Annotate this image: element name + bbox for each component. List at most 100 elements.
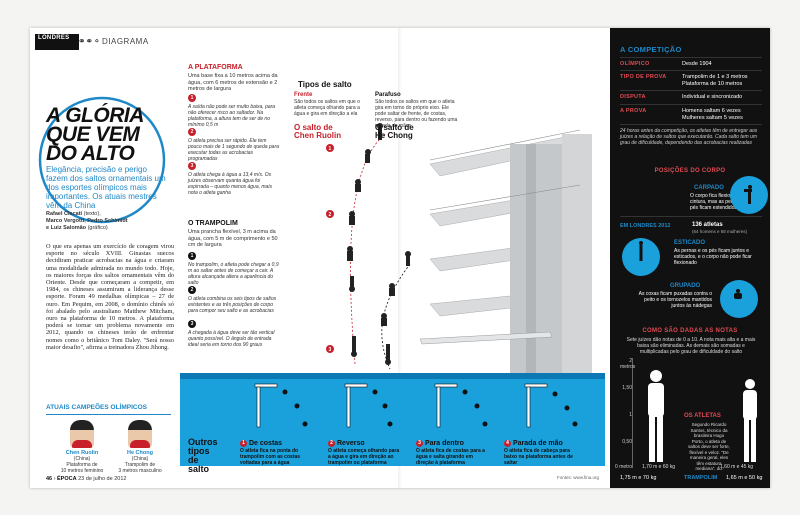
section-label: DIAGRAMA — [102, 37, 149, 46]
champions-rule — [46, 414, 171, 415]
champion-event: Plataforma de — [66, 462, 98, 468]
champion-name: He Chong — [127, 450, 153, 456]
credit-artist-3: e Luiz Salomão — [46, 225, 87, 231]
measure-2: 1,60 m e 45 kg — [720, 464, 754, 470]
pos-grupado-text: As coxas ficam puxadas contra o peito e … — [638, 291, 712, 309]
height-ruler — [632, 358, 633, 468]
tag-chen-line-1: O salto de — [294, 123, 333, 132]
outros-title-2: tipos — [188, 446, 210, 456]
competicao-note: 24 horas antes da competição, os atletas… — [620, 128, 758, 146]
bottom-measure-2: 1,65 m e 50 kg — [726, 475, 763, 481]
variant-number: 4 — [504, 440, 511, 447]
tag-he-line-2: He Chong — [375, 131, 413, 140]
row-value: Individual e sincronizado — [682, 94, 743, 100]
variant-text: O atleta fica na ponta do trampolim com … — [240, 448, 301, 466]
source-note: Fontes: www.fina.org — [557, 475, 600, 480]
folio-date: 23 de julho de 2012 — [78, 476, 127, 482]
outros-title-3: de — [188, 455, 199, 465]
plataforma-title: A PLATAFORMA — [188, 64, 243, 71]
ruler-tick: 2 metros — [620, 358, 636, 370]
variant-title: Parada de mão — [513, 440, 563, 447]
ruler-tick: 0 metro — [615, 464, 632, 470]
folio: 46 › ÉPOCA 23 de julho de 2012 — [46, 476, 127, 482]
london-logo — [35, 34, 79, 50]
row-key: A PROVA — [620, 108, 647, 114]
olympic-rings-icon: ⚭⚭⚬ — [78, 36, 101, 46]
londres-value: 136 atletas — [692, 222, 723, 228]
trampolim-note: No trampolim, o atleta pode chegar a 0,9… — [188, 262, 279, 286]
variant-text: O atleta fica de cabeça para baixo na pl… — [504, 448, 573, 466]
plataforma-sub: Uma base fixa a 10 metros acima da água,… — [188, 73, 278, 92]
row-value: Homens saltam 6 vezes Mulheres saltam 5 … — [682, 108, 743, 121]
pos-esticado-name: ESTICADO — [674, 240, 706, 246]
champion-event-2: 10 metros feminino — [60, 468, 104, 474]
pos-esticado-text: As pernas e os pés ficam juntos e estica… — [674, 248, 752, 266]
variant-title: Reverso — [337, 440, 365, 447]
tipo-parafuso-text: São todos os saltos em que o atleta gira… — [375, 99, 458, 129]
tipo-frente-text: São todos os saltos em que o atleta come… — [294, 99, 360, 117]
outros-title: Outros tipos de salto — [188, 438, 234, 474]
bottom-label: TRAMPOLIM — [684, 475, 718, 481]
champion-event-2: 3 metros masculino — [118, 468, 162, 474]
posicoes-title: POSIÇÕES DO CORPO — [654, 168, 726, 174]
athlete-silhouettes — [648, 370, 757, 462]
svg-text:2: 2 — [329, 212, 332, 218]
plataforma-note: A saída não pode ser muito baixa, para n… — [188, 104, 276, 128]
notas-title: COMO SÃO DADAS AS NOTAS — [642, 328, 738, 334]
magnifier-ring-graphic — [38, 96, 166, 224]
variant-title: De costas — [249, 440, 283, 447]
tipo-parafuso-title: Parafuso — [375, 92, 401, 98]
row-key: DISPUTA — [620, 94, 646, 100]
divider — [620, 104, 762, 105]
pool-edge — [180, 373, 605, 379]
variant-title: Para dentro — [425, 440, 464, 447]
tag-chen: O salto de Chen Ruolin — [294, 124, 341, 140]
body-copy: O que era apenas um exercício de coragem… — [46, 243, 174, 351]
bottom-measure-1: 1,75 m e 70 kg — [620, 475, 657, 481]
pos-carpado-text: O corpo fica flexionado na cintura, mas … — [690, 193, 752, 211]
champion-card: He Chong (China) Trampolim de 3 metros m… — [114, 420, 166, 474]
londres-sub: (64 homens e 68 mulheres) — [692, 229, 748, 234]
divider — [620, 124, 762, 125]
body-position-figures — [639, 185, 752, 299]
pos-carpado-name: CARPADO — [694, 185, 724, 191]
tag-chen-line-2: Chen Ruolin — [294, 131, 342, 140]
magazine-spread: LONDRES ⚭⚭⚬ DIAGRAMA A GLÓRIA QUE VEM DO… — [30, 28, 770, 488]
pool-diver-sequence — [254, 383, 578, 428]
folio-magazine: ÉPOCA — [57, 476, 77, 482]
divider — [620, 57, 762, 58]
competicao-title: A COMPETIÇÃO — [620, 45, 682, 54]
competition-panel: A COMPETIÇÃO OLÍMPICO Desde 1904 TIPO DE… — [610, 28, 770, 488]
tag-he-line-1: O salto de — [375, 123, 414, 132]
tipos-title: Tipos de salto — [298, 80, 352, 89]
plataforma-note: O atleta precisa ser rápido. Ele tem pou… — [188, 138, 279, 162]
note-number: 2 — [188, 286, 196, 294]
credit-writer-role: (texto), — [83, 211, 101, 217]
row-key: TIPO DE PROVA — [620, 74, 667, 80]
variant-text: O atleta começa olhando para a água e gi… — [328, 448, 400, 466]
credit-artists: Marco Vergotti, Pedro Schimidt — [46, 218, 128, 224]
row-key: OLÍMPICO — [620, 61, 650, 67]
variant-number: 3 — [416, 440, 423, 447]
divider — [620, 70, 762, 71]
tag-he: O salto de He Chong — [375, 124, 414, 140]
headline-line-2: QUE VEM — [46, 123, 140, 146]
row-value: Desde 1904 — [682, 61, 712, 67]
note-number: 3 — [188, 320, 196, 328]
svg-text:3: 3 — [329, 347, 332, 353]
trampolim-note: A chegada à água deve ser tão vertical q… — [188, 330, 275, 348]
headline-line-1: A GLÓRIA — [46, 104, 144, 127]
ruler-tick: 1 — [629, 412, 632, 418]
atletas-title: OS ATLETAS — [684, 413, 721, 419]
svg-text:1: 1 — [329, 146, 332, 152]
variant-text: O atleta fica de costas para a água e sa… — [416, 448, 485, 466]
deck-text: Elegância, precisão e perigo fazem dos s… — [46, 165, 166, 210]
champion-name: Chen Ruolin — [65, 450, 99, 456]
champion-photo — [70, 420, 94, 448]
pool — [180, 373, 605, 466]
note-number: 1 — [188, 94, 196, 102]
trampolim-sub: Uma prancha flexível, 3 m acima da água,… — [188, 229, 278, 248]
